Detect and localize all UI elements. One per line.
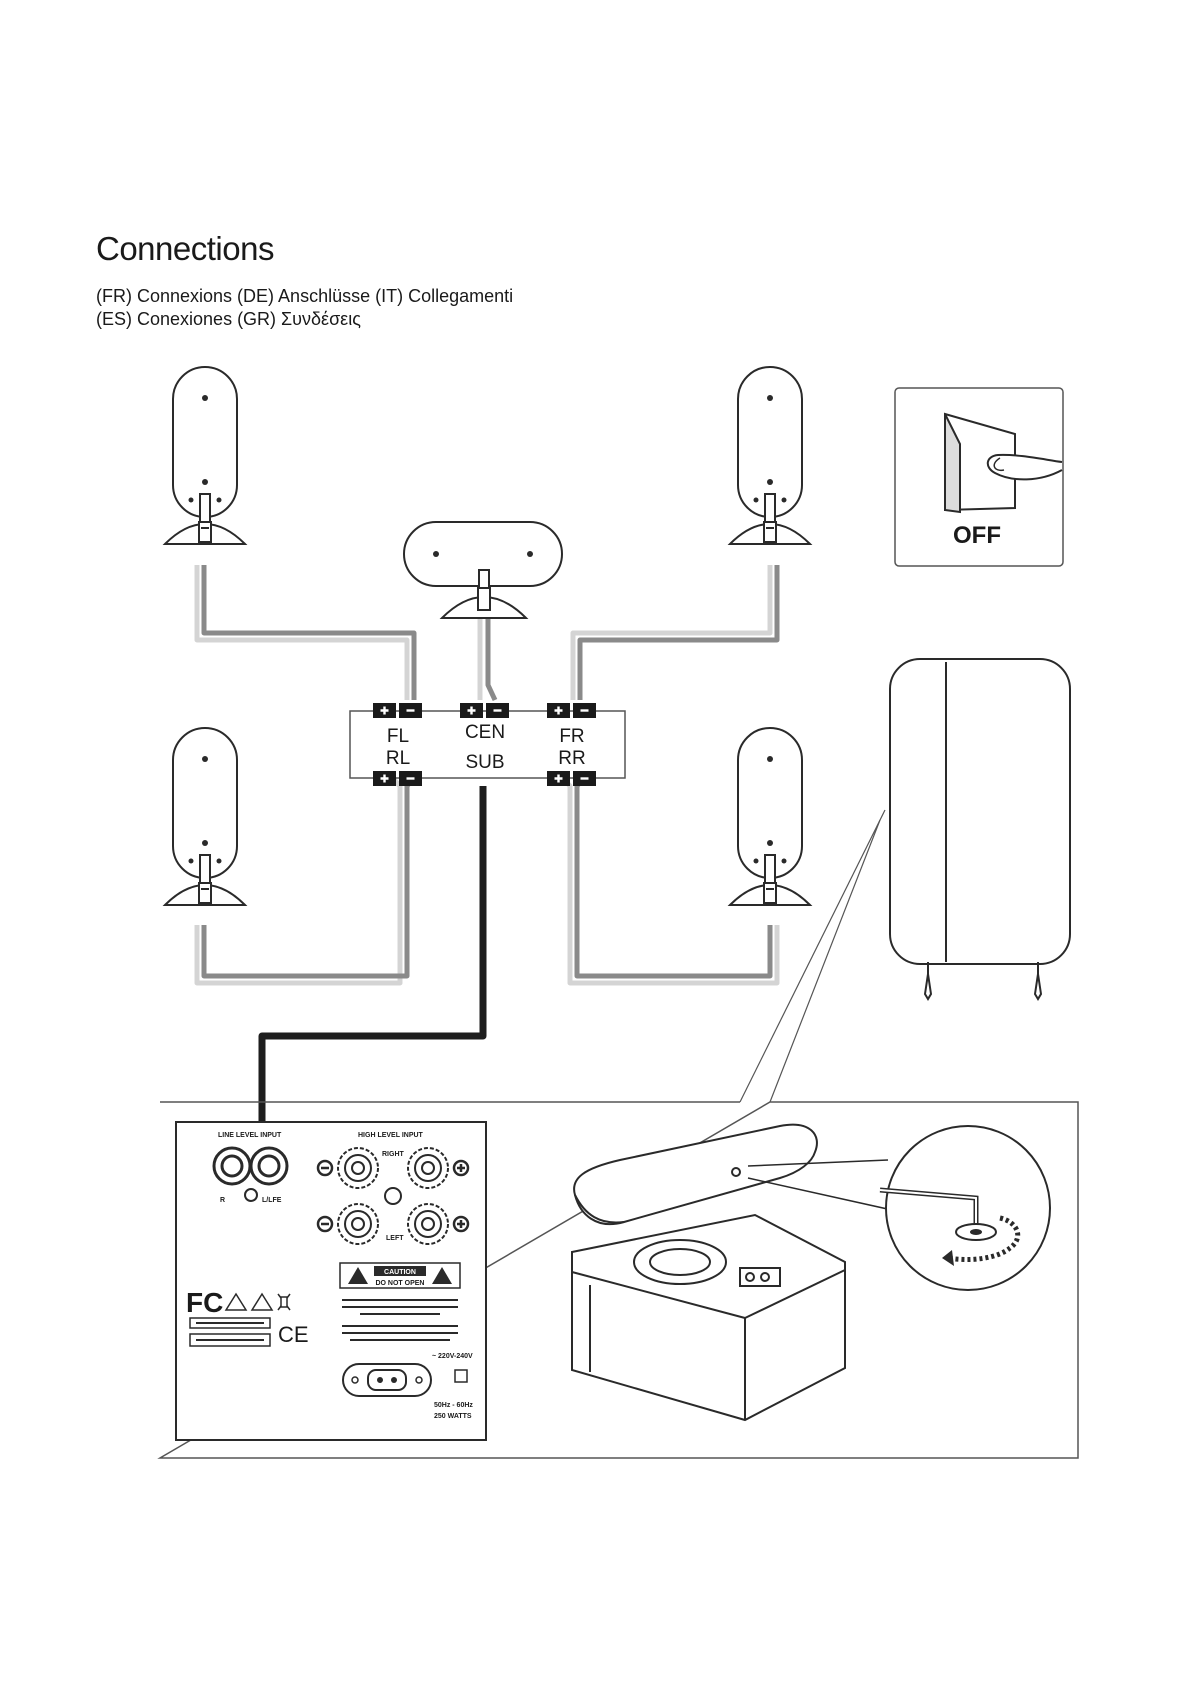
subwoofer-side-view bbox=[890, 659, 1070, 999]
terminal-label-fr: FR bbox=[559, 726, 584, 747]
terminal-label-sub: SUB bbox=[465, 752, 504, 773]
jack-r-label: R bbox=[220, 1197, 225, 1204]
terminal-label-rr: RR bbox=[558, 748, 585, 769]
rca-jack-r[interactable] bbox=[214, 1148, 250, 1184]
subwoofer-open-box-icon bbox=[572, 1125, 845, 1420]
fc-logo: FC bbox=[186, 1287, 223, 1318]
voltage-label: ~ 220V-240V bbox=[432, 1353, 473, 1360]
switch-off-label: OFF bbox=[953, 522, 1001, 549]
frequency-label: 50Hz - 60Hz bbox=[434, 1402, 473, 1409]
left-input-label: LEFT bbox=[386, 1235, 404, 1242]
power-switch-icon: OFF bbox=[895, 388, 1063, 566]
terminal-label-rl: RL bbox=[386, 748, 410, 769]
rca-jack-lfe[interactable] bbox=[251, 1148, 287, 1184]
caution-subtitle: DO NOT OPEN bbox=[375, 1280, 424, 1287]
speaker-wires bbox=[197, 565, 777, 1170]
ac-power-socket[interactable] bbox=[343, 1364, 431, 1396]
front-right-speaker-icon bbox=[730, 367, 810, 544]
wattage-label: 250 WATTS bbox=[434, 1413, 472, 1420]
jack-lfe-label: L/LFE bbox=[262, 1197, 282, 1204]
double-insulation-icon bbox=[455, 1370, 467, 1382]
front-left-speaker-icon bbox=[165, 367, 245, 544]
ce-logo: CE bbox=[278, 1322, 309, 1347]
rear-right-speaker-icon bbox=[730, 728, 810, 905]
line-level-input-label: LINE LEVEL INPUT bbox=[218, 1132, 282, 1139]
terminal-label-fl: FL bbox=[387, 726, 409, 747]
high-level-input-label: HIGH LEVEL INPUT bbox=[358, 1132, 424, 1139]
right-input-label: RIGHT bbox=[382, 1151, 405, 1158]
rear-left-speaker-icon bbox=[165, 728, 245, 905]
terminal-label-cen: CEN bbox=[465, 722, 505, 743]
center-speaker-icon bbox=[404, 522, 562, 618]
caution-title: CAUTION bbox=[384, 1269, 416, 1276]
terminal-block: FL CEN FR RL SUB RR bbox=[350, 703, 625, 786]
